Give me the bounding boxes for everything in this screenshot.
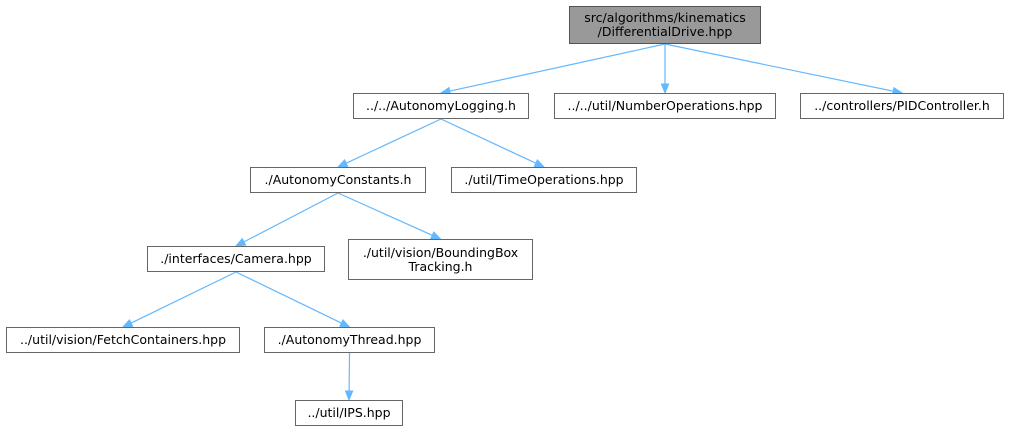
edge-arrowhead-camera-to-thread — [339, 318, 351, 328]
node-fetchcontainers-hpp[interactable]: ../util/vision/FetchContainers.hpp — [6, 327, 240, 353]
node-camera-hpp[interactable]: ./interfaces/Camera.hpp — [147, 246, 325, 272]
edge-logging-to-constants — [345, 118, 442, 164]
edge-root-to-logging — [449, 43, 666, 92]
node-autonomythread-hpp[interactable]: ./AutonomyThread.hpp — [264, 327, 435, 353]
edge-arrowhead-logging-to-timeops — [533, 159, 546, 168]
node-timeoperations-hpp[interactable]: ./util/TimeOperations.hpp — [451, 167, 637, 193]
edge-logging-to-timeops — [440, 118, 537, 164]
node-differentialdrive-hpp: src/algorithms/kinematics /DifferentialD… — [569, 6, 761, 44]
node-boundingboxtracking-h[interactable]: ./util/vision/BoundingBox Tracking.h — [348, 239, 533, 280]
node-ips-hpp[interactable]: ../util/IPS.hpp — [295, 400, 403, 426]
node-pidcontroller-h[interactable]: ../controllers/PIDController.h — [800, 93, 1004, 119]
edge-arrowhead-constants-to-bbox — [430, 231, 442, 240]
edge-arrowhead-camera-to-fetch — [121, 318, 134, 328]
edge-arrowhead-root-to-numops — [660, 83, 670, 95]
node-autonomyconstants-h[interactable]: ./AutonomyConstants.h — [250, 167, 426, 193]
node-autonomylogging-h[interactable]: ../../AutonomyLogging.h — [353, 93, 529, 119]
edge-constants-to-camera — [243, 192, 339, 243]
edge-arrowhead-thread-to-ips — [344, 390, 354, 402]
edge-root-to-pid — [664, 43, 894, 92]
edge-camera-to-fetch — [130, 271, 237, 324]
edge-constants-to-bbox — [337, 192, 433, 236]
edge-camera-to-thread — [235, 271, 342, 324]
node-numberoperations-hpp[interactable]: ../../util/NumberOperations.hpp — [554, 93, 776, 119]
edge-arrowhead-constants-to-camera — [234, 237, 247, 247]
edge-arrowhead-logging-to-constants — [336, 159, 349, 168]
